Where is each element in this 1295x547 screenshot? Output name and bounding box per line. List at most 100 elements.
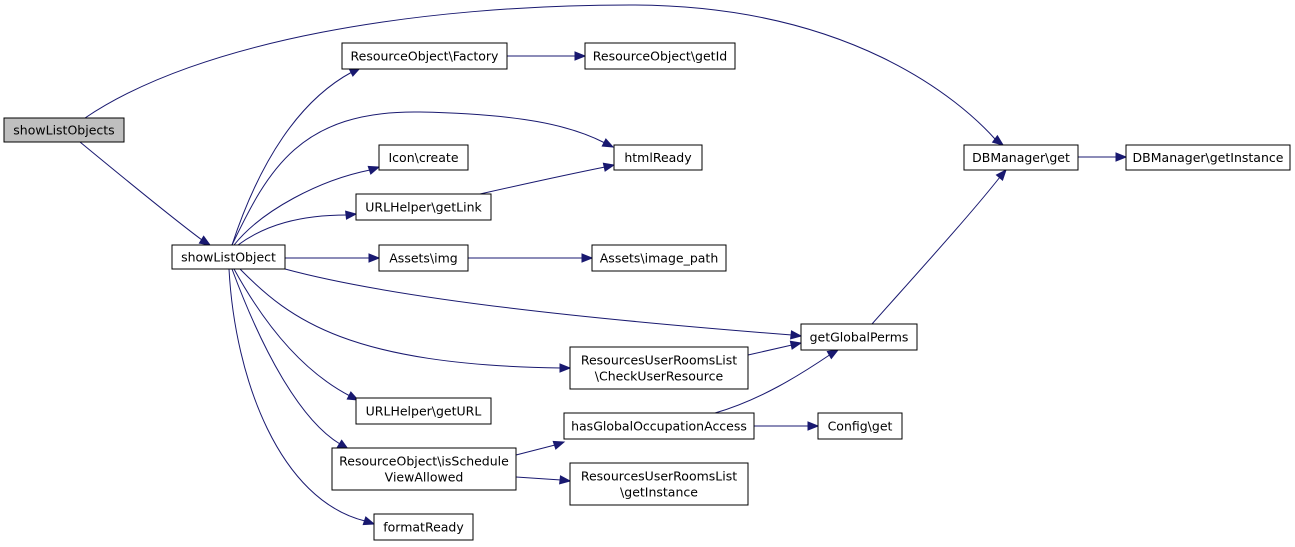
edge-line [747, 344, 793, 356]
node-showlistobjects[interactable]: showListObjects [3, 117, 125, 143]
edge-line [79, 141, 203, 241]
edge-n1-to-n11 [284, 268, 803, 340]
node-resourceobject-getid[interactable]: ResourceObject\getId [584, 42, 736, 70]
node-label: URLHelper\getLink [365, 200, 482, 215]
node-label: ResourceObject\Factory [351, 49, 500, 64]
node-box[interactable] [373, 513, 474, 541]
edge-n14-to-n15 [754, 421, 820, 431]
node-label: ResourceObject\getId [593, 49, 727, 64]
node-box[interactable] [584, 42, 736, 70]
edge-n1-to-n18 [228, 268, 376, 526]
node-urlhelper-geturl[interactable]: URLHelper\getURL [355, 397, 492, 425]
node-label: Assets\img [389, 251, 457, 266]
node-box[interactable] [569, 346, 749, 390]
node-label: showListObjects [13, 123, 114, 138]
node-box[interactable] [3, 117, 125, 143]
arrowhead-icon [581, 253, 594, 263]
edge-n1-to-n2 [231, 67, 362, 246]
arrowhead-icon [368, 253, 381, 263]
node-getglobalperms[interactable]: getGlobalPerms [800, 323, 918, 351]
node-box[interactable] [800, 323, 918, 351]
edge-line [515, 444, 556, 456]
node-formatready[interactable]: formatReady [373, 513, 474, 541]
node-box[interactable] [171, 244, 286, 270]
node-label: ResourceObject\isSchedule [339, 454, 509, 469]
node-assets-img[interactable]: Assets\img [378, 244, 469, 272]
node-label: hasGlobalOccupationAccess [571, 419, 747, 434]
edge-line [515, 476, 562, 481]
node-box[interactable] [331, 447, 517, 491]
node-box[interactable] [591, 244, 727, 272]
node-label: Icon\create [388, 150, 458, 165]
edge-line [231, 111, 606, 246]
arrowhead-icon [574, 51, 587, 61]
arrowhead-icon [807, 421, 820, 431]
edge-n1-to-n5 [233, 165, 381, 246]
node-showlistobject[interactable]: showListObject [171, 244, 286, 270]
arrowhead-icon [790, 330, 803, 340]
edge-n16-to-n17 [515, 475, 572, 485]
edge-n1-to-n12 [239, 268, 572, 373]
edge-line [479, 166, 606, 195]
edge-n6-to-n4 [479, 162, 616, 195]
arrowhead-icon [1115, 152, 1128, 162]
edge-n16-to-n14 [515, 440, 566, 456]
arrowhead-icon [602, 162, 616, 172]
edge-line [714, 353, 832, 414]
node-urlhelper-getlink[interactable]: URLHelper\getLink [355, 193, 492, 221]
node-resourceobject-factory[interactable]: ResourceObject\Factory [341, 42, 508, 70]
node-icon-create[interactable]: Icon\create [378, 144, 469, 171]
edge-line [233, 169, 371, 246]
edge-n7-to-n8 [468, 253, 594, 263]
node-label: ViewAllowed [385, 470, 464, 485]
node-label: DBManager\get [972, 150, 1070, 165]
node-hasglobaloccupationaccess[interactable]: hasGlobalOccupationAccess [563, 412, 755, 440]
node-box[interactable] [355, 193, 492, 221]
arrowhead-icon [559, 475, 572, 485]
node-label: showListObject [181, 250, 276, 265]
node-box[interactable] [378, 144, 469, 171]
edge-n1-to-n4 [231, 111, 615, 246]
node-label: URLHelper\getURL [366, 404, 482, 419]
node-htmlready[interactable]: htmlReady [613, 144, 703, 171]
edge-n14-to-n11 [714, 349, 840, 414]
node-assets-image-path[interactable]: Assets\image_path [591, 244, 727, 272]
edge-n2-to-n3 [507, 51, 587, 61]
edge-n1-to-n6 [237, 210, 358, 246]
node-label: \getInstance [620, 485, 698, 500]
arrowhead-icon [789, 340, 803, 350]
edge-line [231, 268, 341, 445]
node-label: DBManager\getInstance [1133, 150, 1284, 165]
edge-line [228, 268, 366, 522]
node-label: Config\get [828, 419, 893, 434]
node-box[interactable] [1125, 144, 1291, 171]
node-box[interactable] [563, 412, 755, 440]
node-box[interactable] [817, 412, 903, 440]
arrowhead-icon [995, 168, 1007, 182]
node-label: ResourcesUserRoomsList [581, 353, 737, 368]
node-resourcesuserroomslist-checkuserresource[interactable]: ResourcesUserRoomsList\CheckUserResource [569, 346, 749, 390]
edge-n0-to-n9 [84, 4, 1005, 146]
edge-n1-to-n13 [233, 268, 360, 401]
node-dbmanager-getinstance[interactable]: DBManager\getInstance [1125, 144, 1291, 171]
arrowhead-icon [991, 134, 1005, 146]
node-box[interactable] [378, 244, 469, 272]
node-box[interactable] [569, 462, 749, 506]
edge-n11-to-n9 [871, 168, 1007, 325]
arrowhead-icon [198, 235, 212, 246]
node-box[interactable] [341, 42, 508, 70]
arrowhead-icon [345, 210, 358, 220]
node-config-get[interactable]: Config\get [817, 412, 903, 440]
node-box[interactable] [963, 144, 1079, 171]
edge-line [284, 268, 793, 336]
node-box[interactable] [355, 397, 492, 425]
node-box[interactable] [613, 144, 703, 171]
node-label: \CheckUserResource [595, 369, 724, 384]
edge-n1-to-n7 [285, 253, 381, 263]
node-dbmanager-get[interactable]: DBManager\get [963, 144, 1079, 171]
arrowhead-icon [346, 391, 360, 401]
node-resourcesuserroomslist-getinstance[interactable]: ResourcesUserRoomsList\getInstance [569, 462, 749, 506]
arrowhead-icon [367, 165, 381, 175]
